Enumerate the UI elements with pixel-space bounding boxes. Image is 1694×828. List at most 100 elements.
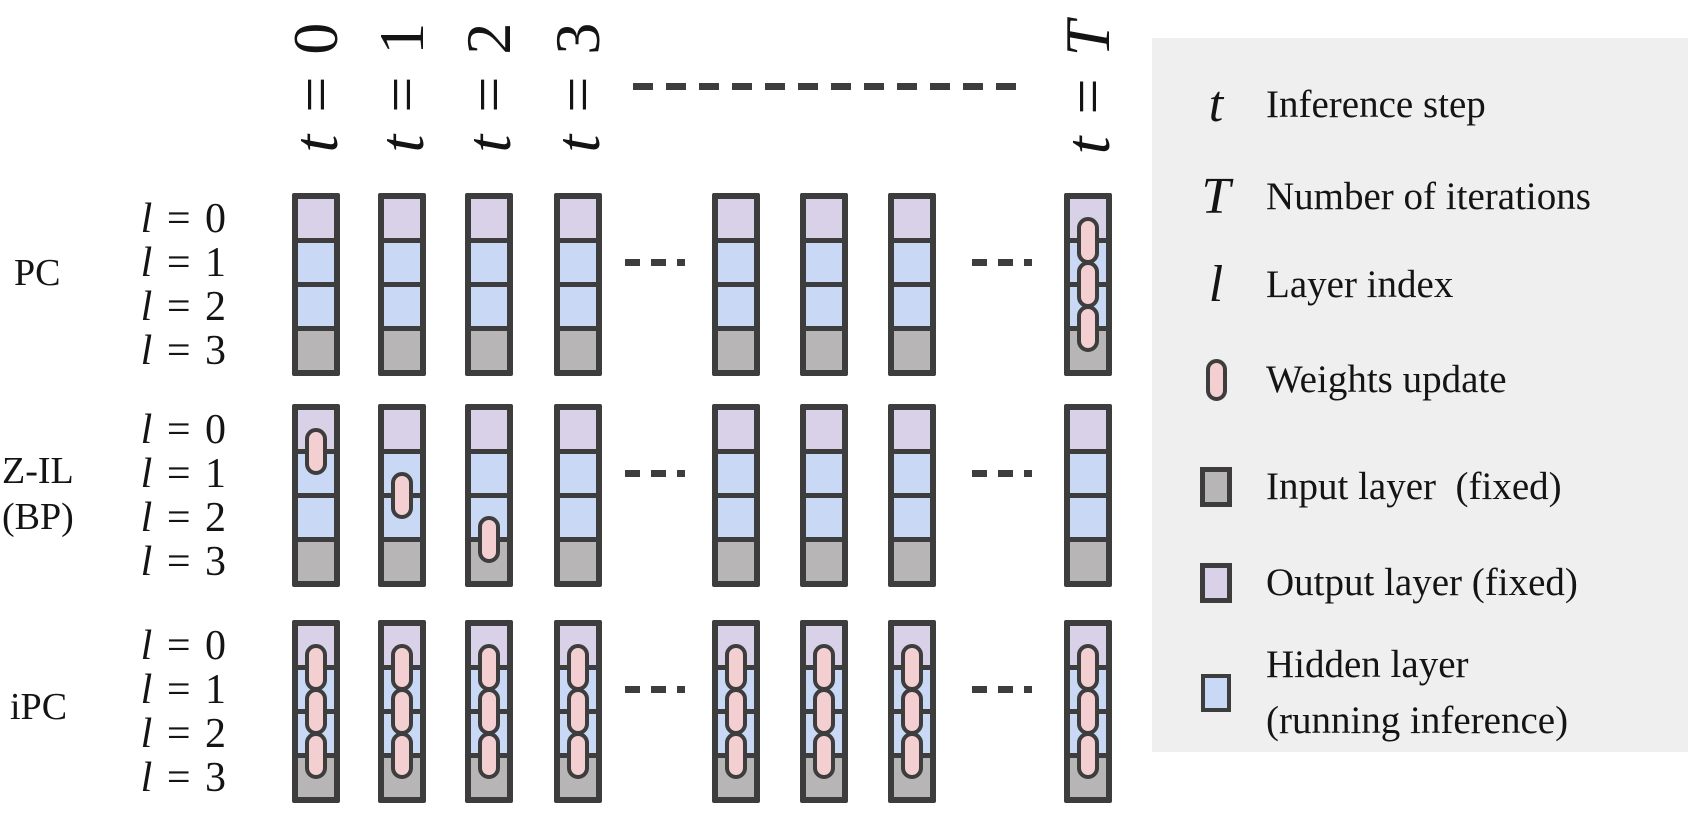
layer-index-label: l = 0 [78, 193, 228, 245]
ipc-layer-stack-col1 [378, 620, 426, 803]
z-il-bp-layer-stack-col1 [378, 404, 426, 587]
ipc-layer-stack-col5 [800, 620, 848, 803]
layer-value: 3 [205, 754, 228, 801]
time-symbol: t [366, 131, 437, 153]
equals-sign: = [154, 283, 205, 330]
weights-update-icon [1205, 359, 1227, 401]
row-label-pc: PC [14, 252, 61, 294]
weights-update-pill [391, 688, 413, 735]
legend-symbol-cell: T [1166, 171, 1266, 223]
layer-symbol: l [140, 450, 155, 497]
weights-update-pill [567, 688, 589, 735]
layer-cell-input [298, 331, 334, 370]
time-symbol: t [1052, 133, 1123, 155]
legend-symbol-cell [1166, 674, 1266, 712]
layer-cell-output [384, 199, 420, 238]
layer-value: 1 [205, 239, 228, 286]
time-value: T [1052, 17, 1123, 57]
weights-update-pill [478, 644, 500, 691]
z-il-bp-layer-stack-col4 [712, 404, 760, 587]
layer-cell-hidden [1070, 454, 1106, 493]
weights-update-pill [478, 516, 500, 563]
legend-symbol-cell: l [1166, 259, 1266, 311]
legend-item-5: Output layer (fixed) [1166, 555, 1674, 611]
layer-cell-input [298, 542, 334, 581]
layer-cell-output [718, 410, 754, 449]
time-step-label-1: t = 1 [366, 1, 437, 171]
row-continuation-dashes [625, 470, 685, 477]
layer-cell-hidden [718, 243, 754, 282]
ipc-layer-stack-col6 [888, 620, 936, 803]
row-continuation-dashes [972, 686, 1032, 693]
row-label-ipc: iPC [10, 686, 68, 728]
legend-item-label: Weights update [1266, 358, 1507, 401]
pc-layer-stack-col2 [465, 193, 513, 376]
equals-sign: = [366, 54, 437, 132]
layer-cell-input [560, 331, 596, 370]
layer-cell-output [560, 410, 596, 449]
layer-cell-output [894, 199, 930, 238]
time-symbol: t [280, 131, 351, 153]
layer-cell-output [560, 199, 596, 238]
weights-update-pill [567, 732, 589, 779]
weights-update-pill [813, 732, 835, 779]
weights-update-pill [1077, 644, 1099, 691]
time-value: 1 [366, 19, 437, 55]
layer-cell-hidden [471, 454, 507, 493]
layer-cell-input [806, 542, 842, 581]
weights-update-pill [813, 644, 835, 691]
time-symbol: t [453, 131, 524, 153]
time-step-label-0: t = 0 [280, 1, 351, 171]
equals-sign: = [154, 666, 205, 713]
weights-update-pill [901, 644, 923, 691]
weights-update-pill [813, 688, 835, 735]
legend-item-label: Inference step [1266, 83, 1486, 126]
layer-symbol: l [140, 406, 155, 453]
time-step-label-3: t = 3 [542, 1, 613, 171]
layer-cell-hidden [560, 243, 596, 282]
layer-symbol: l [140, 327, 155, 374]
layer-index-label: l = 3 [78, 536, 228, 588]
equals-sign: = [453, 54, 524, 132]
layer-symbol: l [140, 195, 155, 242]
layer-symbol: l [140, 666, 155, 713]
legend-item-label: Input layer (fixed) [1266, 465, 1562, 508]
layer-index-label: l = 3 [78, 325, 228, 377]
equals-sign: = [154, 195, 205, 242]
layer-value: 1 [205, 450, 228, 497]
layer-cell-hidden [806, 454, 842, 493]
layer-index-label: l = 1 [78, 448, 228, 500]
z-il-bp-layer-stack-col5 [800, 404, 848, 587]
layer-cell-input [806, 331, 842, 370]
equals-sign: = [154, 538, 205, 585]
legend-item-6: Hidden layer (running inference) [1166, 633, 1674, 753]
layer-cell-input [560, 542, 596, 581]
time-step-label-2: t = 2 [453, 1, 524, 171]
legend-item-label: Hidden layer (running inference) [1266, 643, 1569, 742]
row-continuation-dashes [625, 686, 685, 693]
legend-item-label: Output layer (fixed) [1266, 561, 1578, 604]
layer-cell-input [471, 331, 507, 370]
z-il-bp-layer-stack-col3 [554, 404, 602, 587]
layer-value: 2 [205, 494, 228, 541]
layer-cell-output [298, 199, 334, 238]
time-symbol: t [542, 131, 613, 153]
weights-update-pill [305, 732, 327, 779]
equals-sign: = [154, 622, 205, 669]
layer-cell-hidden [560, 454, 596, 493]
weights-update-pill [901, 732, 923, 779]
weights-update-pill [391, 732, 413, 779]
layer-symbol: l [140, 710, 155, 757]
equals-sign: = [154, 754, 205, 801]
z-il-bp-layer-stack-col2 [465, 404, 513, 587]
weights-update-pill [725, 732, 747, 779]
layer-cell-hidden [560, 498, 596, 537]
layer-cell-input [384, 542, 420, 581]
layer-index-label: l = 2 [78, 708, 228, 760]
legend-item-3: Weights update [1166, 352, 1674, 408]
row-continuation-dashes [625, 259, 685, 266]
weights-update-pill [305, 688, 327, 735]
layer-cell-output [806, 410, 842, 449]
